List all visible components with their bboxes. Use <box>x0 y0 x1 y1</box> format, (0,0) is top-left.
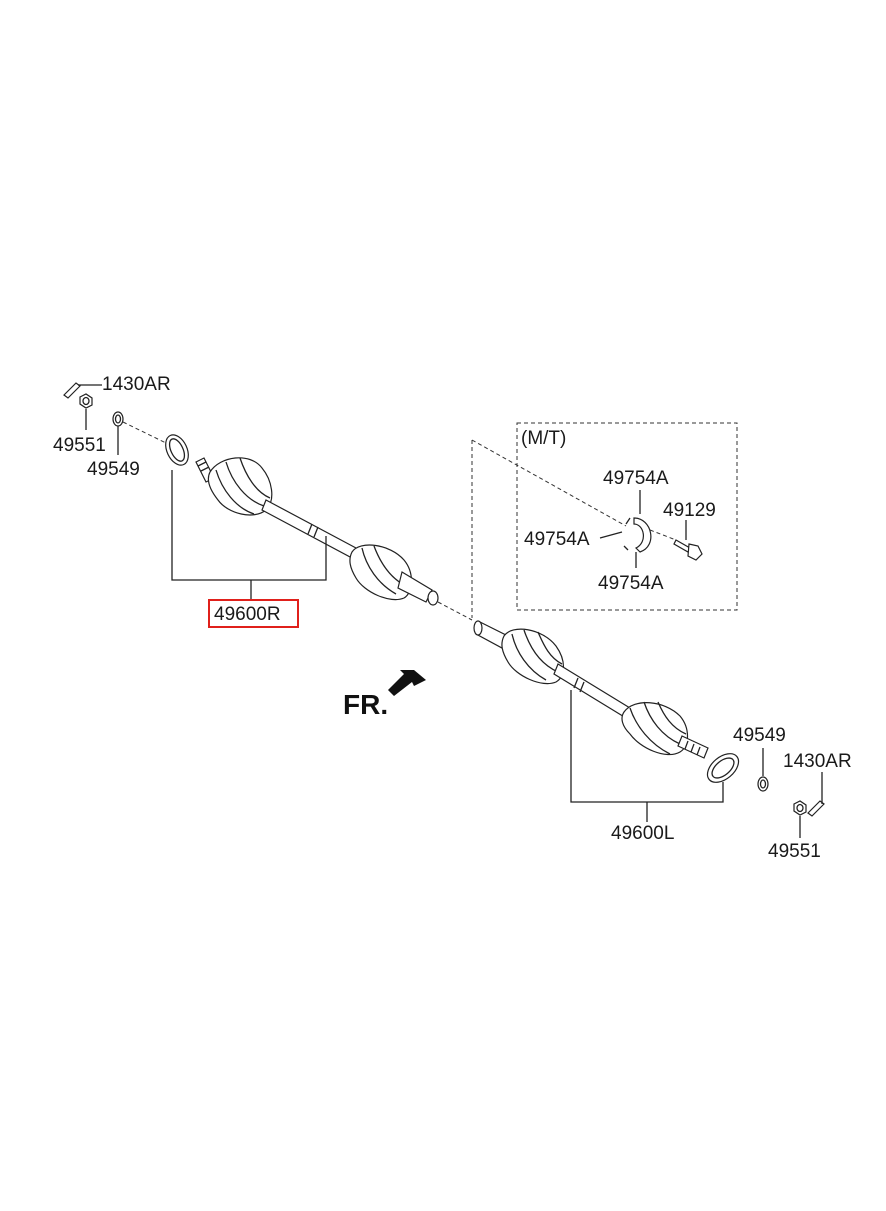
label-cotter-pin-left: 1430AR <box>783 751 852 772</box>
label-nut-left: 49551 <box>768 841 821 862</box>
label-bolt: 49129 <box>663 500 716 521</box>
nut-left[interactable] <box>793 800 807 816</box>
assembly-right-bracket <box>171 470 327 581</box>
clamp-ring-right[interactable] <box>161 431 193 468</box>
label-mt-note: (M/T) <box>521 428 566 449</box>
label-ring-left: 49754A <box>524 529 590 550</box>
label-assembly-left[interactable]: 49600L <box>611 823 674 844</box>
label-cotter-pin-right: 1430AR <box>102 374 171 395</box>
nut-right[interactable] <box>79 393 93 409</box>
washer-left[interactable] <box>757 776 769 792</box>
clamp-ring-left[interactable] <box>702 748 744 788</box>
label-washer-right: 49549 <box>87 459 140 480</box>
label-washer-left: 49549 <box>733 725 786 746</box>
label-ring-top: 49754A <box>603 468 669 489</box>
label-assembly-right[interactable]: 49600R <box>214 604 281 625</box>
retaining-ring[interactable] <box>633 517 652 553</box>
cotter-pin-left[interactable] <box>807 800 825 817</box>
right-driveshaft[interactable] <box>195 457 439 606</box>
front-arrow-icon <box>388 670 426 696</box>
bolt[interactable] <box>673 539 691 553</box>
left-driveshaft[interactable] <box>473 620 709 759</box>
label-ring-bottom: 49754A <box>598 573 664 594</box>
assembly-right-highlight <box>208 599 299 628</box>
washer-right[interactable] <box>112 411 124 427</box>
label-front: FR. <box>343 689 388 720</box>
label-nut-right: 49551 <box>53 435 106 456</box>
cotter-pin-right[interactable] <box>63 382 81 399</box>
